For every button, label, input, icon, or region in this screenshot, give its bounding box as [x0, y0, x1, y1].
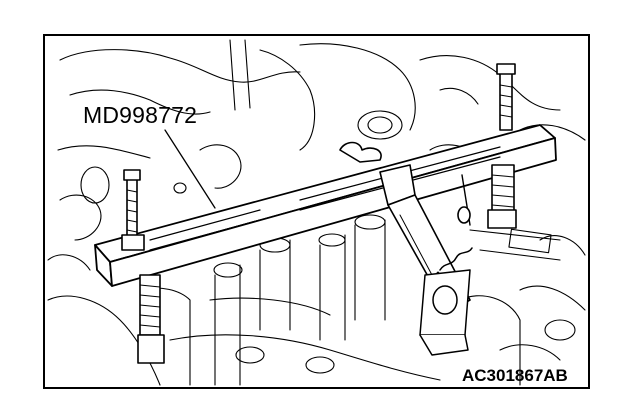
label-leader-line: [164, 129, 216, 209]
cylinder-head-background: [47, 39, 586, 386]
figure-code: AC301867AB: [462, 366, 568, 385]
left-stud: [121, 169, 165, 364]
tool-part-number: MD998772: [83, 102, 198, 128]
tool-bar: [94, 124, 557, 287]
spring-lifter: [419, 247, 473, 356]
right-stud: [487, 63, 517, 229]
